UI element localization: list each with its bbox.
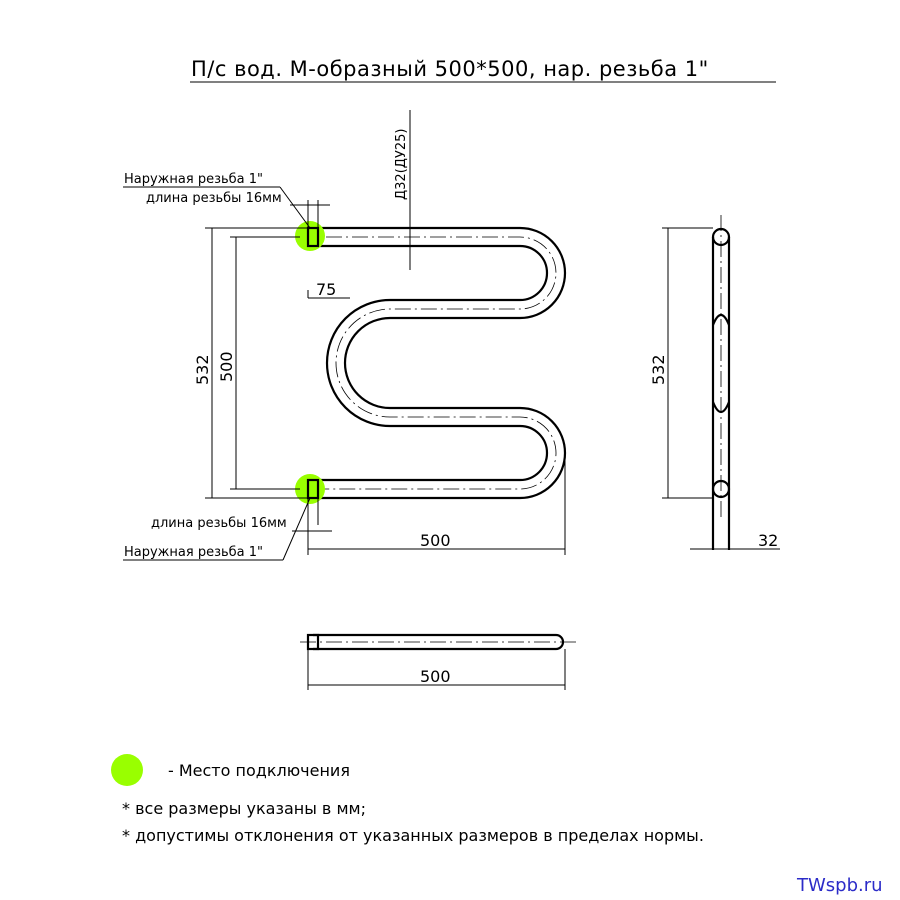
dim-width: 500: [420, 531, 451, 550]
dim-offset: 75: [316, 280, 336, 299]
front-view: Наружная резьба 1" длина резьбы 16мм дли…: [123, 110, 567, 561]
dim-depth: 32: [758, 531, 778, 550]
legend-connection-label: - Место подключения: [168, 761, 350, 780]
side-view: 532 32: [649, 215, 780, 550]
legend-connection-marker: [111, 754, 143, 786]
drawing-title: П/с вод. М-образный 500*500, нар. резьба…: [191, 57, 709, 81]
thread-length-label-top: длина резьбы 16мм: [146, 191, 282, 206]
pipe-diameter-label: Д32(ДУ25): [394, 129, 409, 200]
thread-label-bottom: Наружная резьба 1": [124, 545, 263, 560]
thread-length-label-bottom: длина резьбы 16мм: [151, 516, 287, 531]
thread-label-top: Наружная резьба 1": [124, 172, 263, 187]
leader-line: [279, 186, 311, 229]
thread-end-top-outline: [306, 226, 320, 248]
plan-view: 500: [300, 633, 578, 690]
dim-side-height: 532: [649, 354, 668, 385]
dim-overall-height: 532: [193, 354, 212, 385]
leader-line: [282, 497, 311, 561]
pipe-inner-edge: [313, 244, 549, 482]
side-pipe-bottom-section: [711, 479, 731, 499]
dim-center-height: 500: [217, 351, 236, 382]
site-watermark: TWspb.ru: [796, 875, 883, 896]
note-units: * все размеры указаны в мм;: [122, 799, 366, 818]
pipe-outer-edge: [313, 226, 567, 500]
side-bend-bottom: [711, 401, 731, 414]
note-tolerance: * допустимы отклонения от указанных разм…: [122, 826, 704, 845]
side-bend-top: [711, 313, 731, 326]
dim-plan-width: 500: [420, 667, 451, 686]
thread-end-bottom-outline: [306, 478, 320, 500]
side-pipe-top-section: [711, 227, 731, 247]
pipe-centerline: [300, 236, 557, 490]
